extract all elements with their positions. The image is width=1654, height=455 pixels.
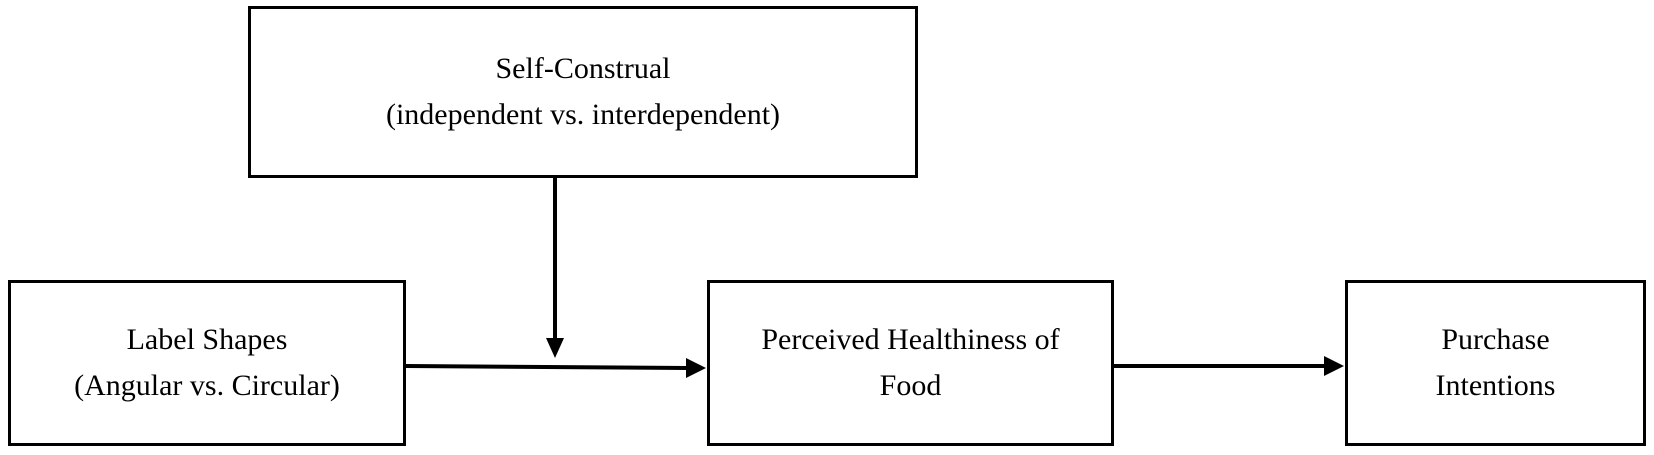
dependent-variable-line1: Purchase [1441,323,1550,356]
independent-variable-box: Label Shapes (Angular vs. Circular) [8,280,406,446]
mediator-title-line1: Perceived Healthiness of [761,323,1060,356]
dependent-variable-line2: Intentions [1435,369,1556,402]
iv-to-mediator-arrowhead [686,358,706,378]
moderator-title: Self-Construal [495,52,671,85]
independent-variable-title: Label Shapes [126,323,288,356]
moderator-arrowhead [546,338,564,358]
moderator-subtitle: (independent vs. interdependent) [385,98,781,131]
mediator-title-line2: Food [879,369,942,402]
dependent-variable-box: Purchase Intentions [1345,280,1646,446]
moderator-box: Self-Construal (independent vs. interdep… [248,6,918,178]
mediator-box: Perceived Healthiness of Food [707,280,1114,446]
iv-to-mediator-arrow [405,364,689,370]
independent-variable-subtitle: (Angular vs. Circular) [74,369,340,402]
mediator-to-dv-arrowhead [1324,356,1344,376]
